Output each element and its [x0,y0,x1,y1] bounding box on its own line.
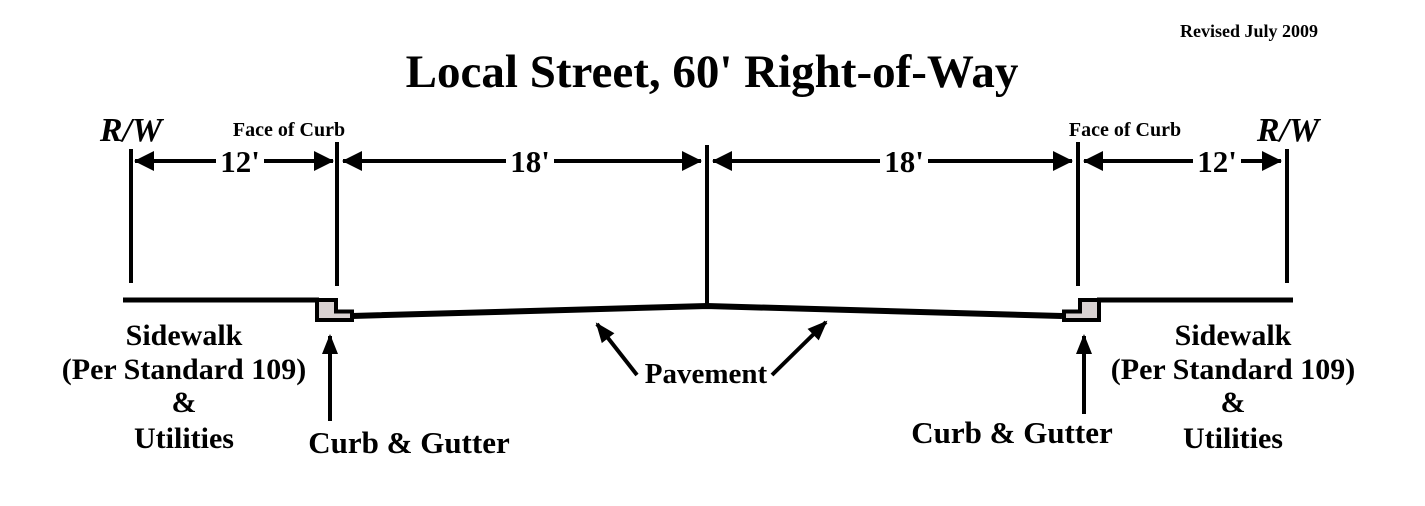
sidewalk-label-line1-left: Sidewalk [126,319,243,352]
dimension-gap-right-lane [880,148,928,174]
dimension-label-right-lane: 18' [884,144,924,179]
sidewalk-label-line1-right: Sidewalk [1175,319,1292,352]
curb-gutter-shape-left [315,298,354,322]
dimension-gap-left-lane [506,148,554,174]
sidewalk-label-line3-left: & [172,386,197,419]
curb-gutter-label-left: Curb & Gutter [308,425,510,460]
dimension-label-left-lane: 18' [510,144,550,179]
sidewalk-utilities-label-left: Sidewalk (Per Standard 109) & Utilities [62,319,306,455]
sidewalk-label-line4-left: Utilities [134,422,234,455]
sidewalk-label-line2-left: (Per Standard 109) [62,353,306,386]
dimension-label-left-parkway: 12' [220,144,260,179]
pavement-arrow-left [595,322,639,377]
sidewalk-label-line3-right: & [1221,386,1246,419]
dimension-label-right-parkway: 12' [1197,144,1237,179]
sidewalk-label-line4-right: Utilities [1183,422,1283,455]
revision-note: Revised July 2009 [1180,21,1318,41]
dimension-gap-left-parkway [216,148,264,174]
face-of-curb-label-left: Face of Curb [233,119,345,141]
pavement-line [351,302,1063,319]
sidewalk-label-line2-right: (Per Standard 109) [1111,353,1355,386]
dimension-gap-right-parkway [1193,148,1241,174]
pavement-arrow-right [770,320,828,377]
right-of-way-label-left: R/W [99,112,165,149]
pavement-label: Pavement [645,358,768,390]
sidewalk-utilities-label-right: Sidewalk (Per Standard 109) & Utilities [1111,319,1355,455]
right-of-way-label-right: R/W [1256,112,1322,149]
face-of-curb-label-right: Face of Curb [1069,119,1181,141]
curb-gutter-shape-right [1062,298,1101,322]
curb-gutter-label-right: Curb & Gutter [911,415,1113,450]
diagram-title: Local Street, 60' Right-of-Way [406,46,1019,98]
